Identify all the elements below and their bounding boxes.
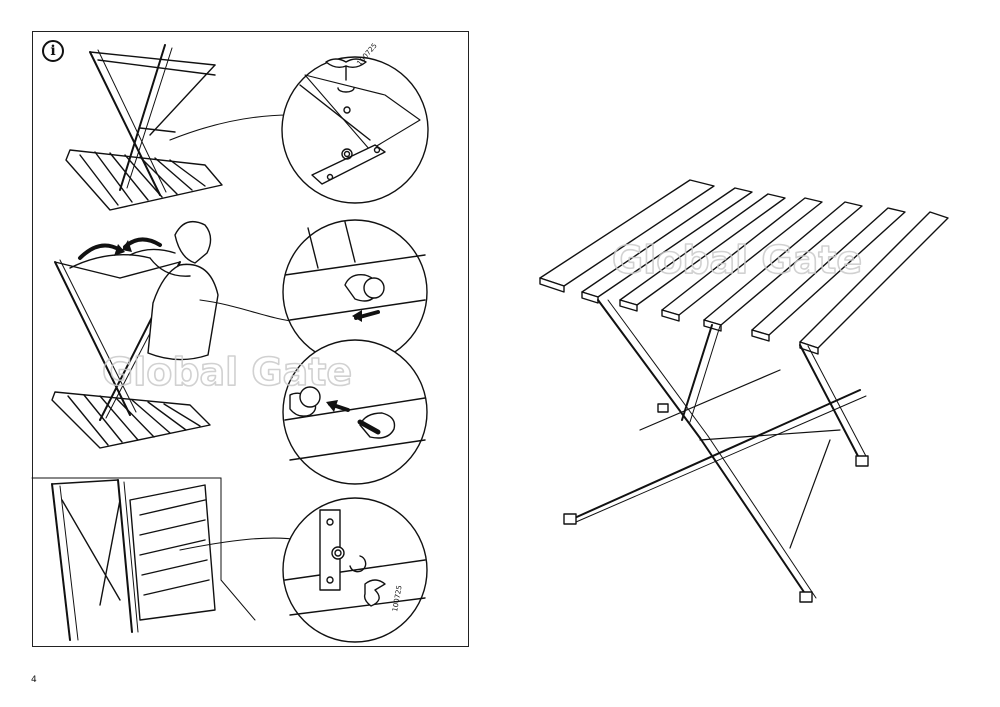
step3-stored-table (51, 477, 256, 641)
curved-arrow-left-icon (78, 243, 122, 260)
rotate-arrow-icon (337, 87, 355, 93)
watermark-right: Global Gate (612, 238, 862, 282)
instruction-panel (32, 31, 469, 647)
assembled-table (539, 179, 949, 603)
watermark-left: Global Gate (102, 350, 352, 394)
wing-nut-icon (325, 58, 367, 69)
page-number: 4 (31, 675, 37, 685)
knob-icon (299, 386, 321, 408)
step1-detail-circle: 100725 (281, 42, 429, 204)
step2-unfolding-table (51, 259, 211, 449)
step1-folded-table (65, 44, 223, 211)
person-figure (69, 221, 219, 361)
info-icon: i (42, 40, 64, 62)
step2-detail-circle-top (282, 219, 428, 365)
step2-detail-circle-bottom (282, 339, 428, 485)
step3-detail-circle: 100725 (282, 497, 428, 643)
knob-icon (363, 277, 385, 299)
step1-callout-leader (169, 114, 291, 141)
curved-arrow-right-icon (123, 237, 162, 249)
wing-nut-icon (363, 579, 386, 607)
rotate-arrow-icon (349, 555, 367, 573)
